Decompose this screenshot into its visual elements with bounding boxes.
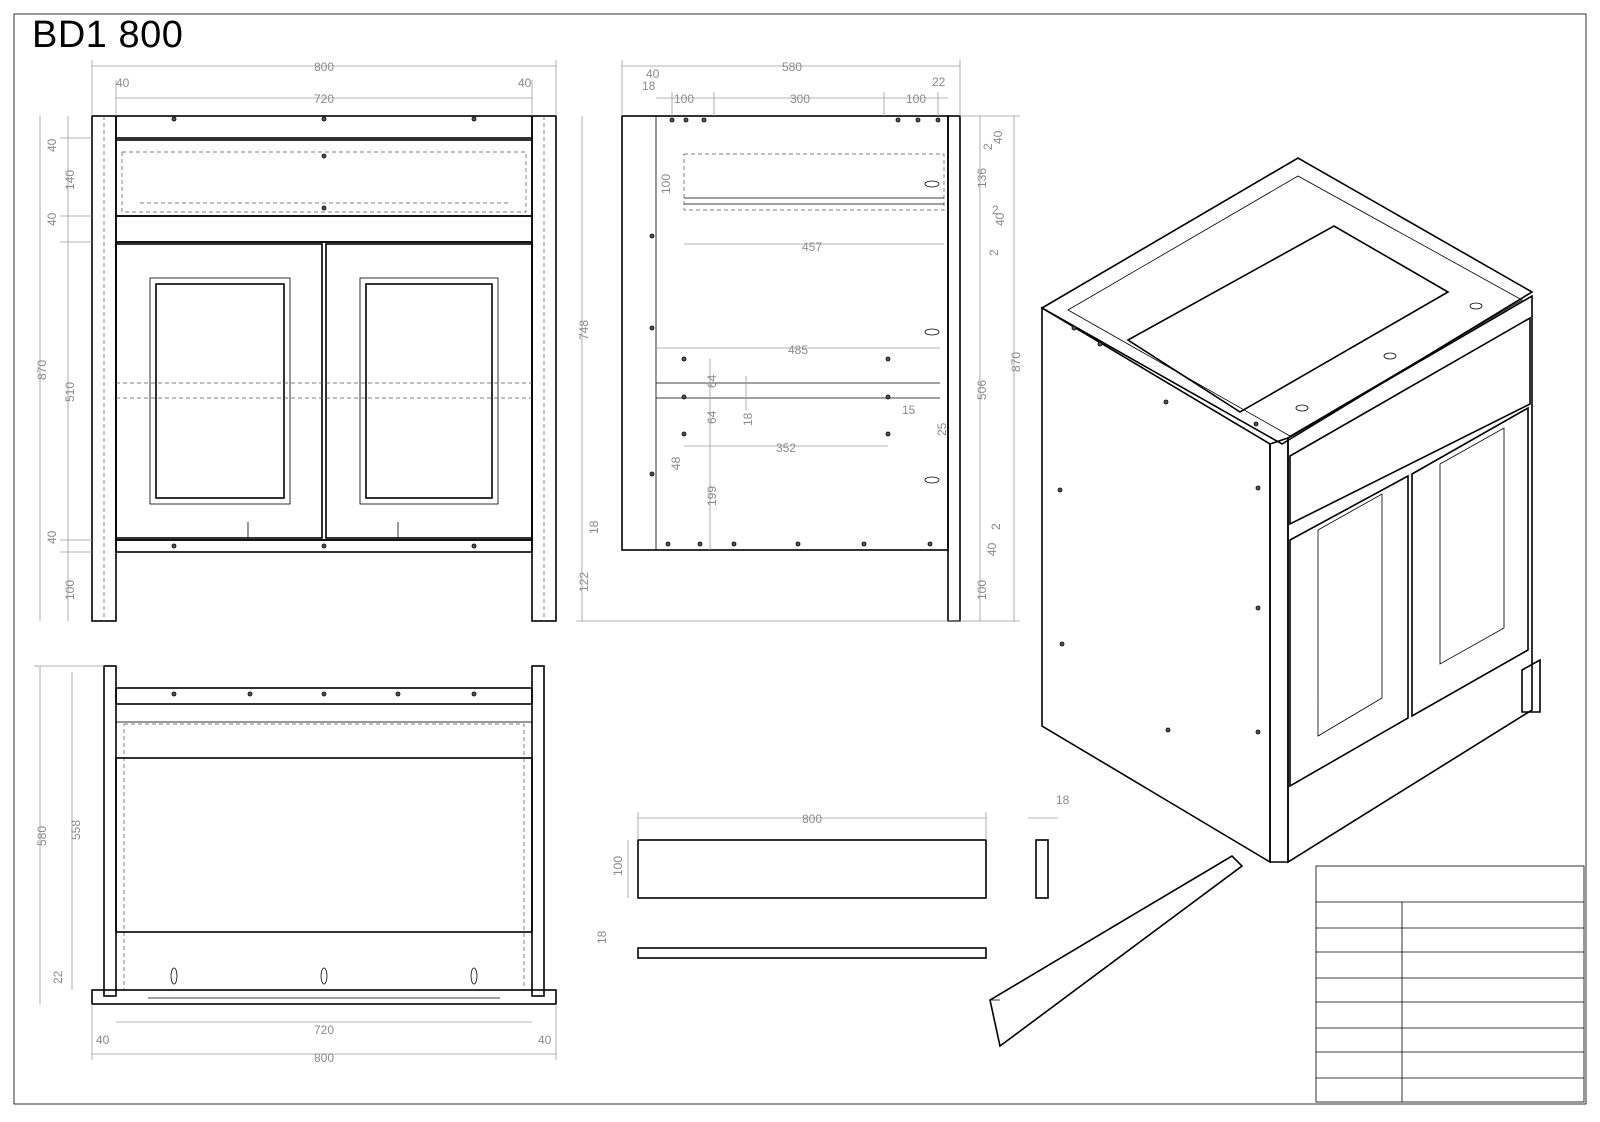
isometric-view xyxy=(1040,157,1541,864)
front-drawer-height-label: 140 xyxy=(63,170,77,190)
top-drawer-box xyxy=(123,723,525,991)
side-hinge-spacing-a-label: 64 xyxy=(705,374,719,388)
front-left-door xyxy=(115,243,323,539)
iso-front-face xyxy=(1287,294,1533,864)
front-rail-mid-label: 40 xyxy=(45,212,59,226)
front-right-door-panel xyxy=(365,283,493,499)
front-door-height-label: 510 xyxy=(63,382,77,402)
side-base-thk-label: 18 xyxy=(587,520,601,534)
top-width-inner-label: 720 xyxy=(314,1023,334,1037)
top-right-side xyxy=(531,665,545,997)
side-panel-thk-label: 18 xyxy=(642,79,656,93)
front-drawer-front xyxy=(115,139,533,217)
side-hole-spacing-2-label: 300 xyxy=(790,92,810,106)
iso-left-side xyxy=(1041,306,1271,864)
top-width-total-label: 800 xyxy=(314,1051,334,1065)
drawing-title: BD1 800 xyxy=(32,14,184,56)
top-shelf xyxy=(115,757,533,933)
side-hole-spacing-3-label: 100 xyxy=(906,92,926,106)
title-block-frame xyxy=(1315,865,1585,1103)
front-door-opening xyxy=(115,241,533,541)
side-right-bottom-label: 40 xyxy=(985,542,999,556)
iso-drawer-cavity xyxy=(1126,225,1450,413)
top-side-right-label: 40 xyxy=(538,1033,552,1047)
front-top-rail xyxy=(115,115,533,139)
top-front-rail xyxy=(91,989,557,1005)
side-right-leg-label: 100 xyxy=(975,580,989,600)
panel-top-edge xyxy=(637,947,987,959)
side-drawer-side-height-label: 100 xyxy=(659,174,673,194)
front-rail-bottom-label: 40 xyxy=(45,530,59,544)
side-view: 580 40 18 22 100 300 100 100 457 485 748… xyxy=(576,60,1023,622)
side-drawer-box xyxy=(683,153,945,211)
panel-side-edge xyxy=(1035,839,1049,899)
side-runner-length-label: 352 xyxy=(776,441,796,455)
top-left-side xyxy=(103,665,117,997)
front-rail-top-label: 40 xyxy=(45,138,59,152)
panel-iso xyxy=(989,854,1244,1048)
side-hinge-spacing-b-label: 64 xyxy=(705,410,719,424)
side-shelf-thk-label: 18 xyxy=(741,412,755,426)
side-right-gap-3-label: 2 xyxy=(987,249,1001,256)
front-right-door xyxy=(325,243,533,539)
top-depth-total-label: 580 xyxy=(35,826,49,846)
front-view: 800 720 40 40 870 40 140 40 510 40 100 xyxy=(35,60,557,622)
side-right-gap-4-label: 2 xyxy=(989,523,1003,530)
panel-front-face xyxy=(637,839,987,899)
front-width-total-label: 800 xyxy=(314,60,334,74)
front-bottom-rail xyxy=(115,539,533,553)
side-right-gap-2-label: 2 xyxy=(992,203,999,217)
panel-length-label: 800 xyxy=(802,812,822,826)
side-runner-offset-label: 48 xyxy=(669,456,683,470)
side-back-offset-label: 22 xyxy=(932,75,946,89)
sheet-border xyxy=(13,13,1587,1105)
side-notch-width-label: 15 xyxy=(902,403,916,417)
side-right-rail-label: 40 xyxy=(993,212,1007,226)
side-shelf-depth-label: 485 xyxy=(788,343,808,357)
top-depth-inner-label: 558 xyxy=(69,820,83,840)
iso-drawer-front xyxy=(1289,316,1531,526)
side-depth-total-label: 580 xyxy=(782,60,802,74)
side-right-gap-1-label: 2 xyxy=(981,143,995,150)
panel-thickness-label: 18 xyxy=(595,930,609,944)
side-right-drawer-label: 136 xyxy=(975,168,989,188)
front-side-left-label: 40 xyxy=(116,76,130,90)
iso-right-door xyxy=(1411,406,1529,718)
top-side-left-label: 40 xyxy=(96,1033,110,1047)
top-front-overhang-label: 22 xyxy=(51,970,65,984)
front-height-total-label: 870 xyxy=(35,360,49,380)
side-notch-height-label: 25 xyxy=(935,422,949,436)
side-right-door-label: 506 xyxy=(975,380,989,400)
iso-top-frame xyxy=(1040,157,1534,445)
side-runner-height-label: 199 xyxy=(705,486,719,506)
side-right-total-label: 870 xyxy=(1009,352,1023,372)
side-drawer-depth-label: 457 xyxy=(802,240,822,254)
panel-height-label: 100 xyxy=(611,856,625,876)
front-side-right-label: 40 xyxy=(518,76,532,90)
panel-edge-thickness-label: 18 xyxy=(1056,793,1070,807)
side-right-top-label: 40 xyxy=(991,130,1005,144)
iso-left-door xyxy=(1289,474,1409,788)
side-front-stile xyxy=(947,115,961,622)
panel-detail: 800 100 18 18 xyxy=(595,793,1244,1048)
front-width-inner-label: 720 xyxy=(314,92,334,106)
top-view: 580 558 22 720 40 40 800 xyxy=(34,665,557,1065)
side-carcass-height-label: 748 xyxy=(577,320,591,340)
side-hole-spacing-1-label: 100 xyxy=(674,92,694,106)
front-mid-rail xyxy=(115,215,533,243)
front-left-door-panel xyxy=(155,283,285,499)
side-front-offset-label: 40 xyxy=(646,67,660,81)
title-block xyxy=(1315,865,1585,1103)
front-leg-height-label: 100 xyxy=(63,580,77,600)
side-plinth-label: 122 xyxy=(577,572,591,592)
